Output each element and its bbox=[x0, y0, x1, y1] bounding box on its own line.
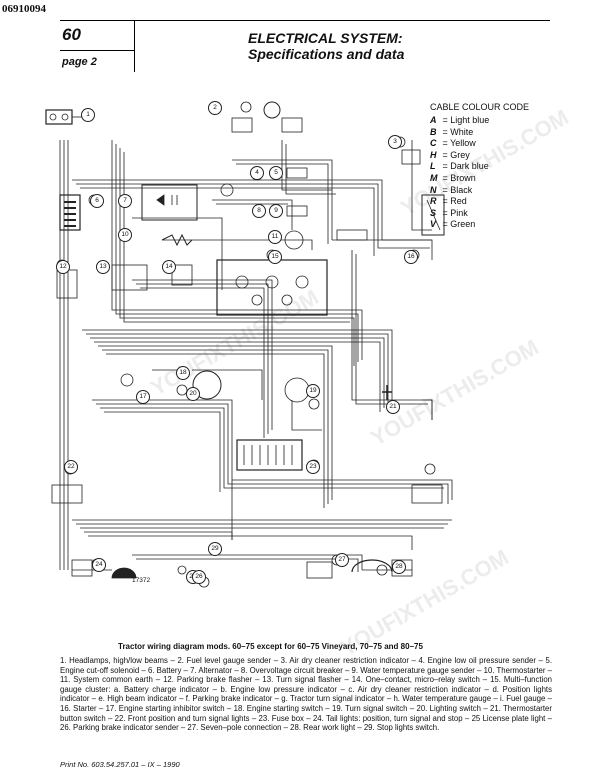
component-number-27: 27 bbox=[335, 553, 349, 567]
wiring-diagram bbox=[45, 101, 453, 588]
component-number-18: 18 bbox=[176, 366, 190, 380]
title-line-1: ELECTRICAL SYSTEM: bbox=[248, 30, 403, 46]
component-number-22: 22 bbox=[64, 460, 78, 474]
colour-code-name: = Yellow bbox=[440, 138, 476, 149]
header-rule bbox=[60, 20, 550, 21]
component-number-19: 19 bbox=[306, 384, 320, 398]
component-number-17: 17 bbox=[136, 390, 150, 404]
header-box-divider bbox=[60, 50, 134, 51]
colour-code-row: M = Brown bbox=[430, 173, 529, 185]
colour-code-name: = Light blue bbox=[440, 115, 490, 125]
component-number-21: 21 bbox=[386, 400, 400, 414]
header-divider bbox=[134, 20, 135, 72]
component-number-29: 29 bbox=[208, 542, 222, 556]
component-number-12: 12 bbox=[56, 260, 70, 274]
print-number: Print No. 603.54.257.01 – IX – 1990 bbox=[60, 760, 180, 769]
component-number-23: 23 bbox=[306, 460, 320, 474]
component-number-11: 11 bbox=[268, 230, 282, 244]
component-legend: 1. Headlamps, high/low beams – 2. Fuel l… bbox=[60, 656, 552, 733]
colour-code-name: = Grey bbox=[440, 149, 470, 160]
colour-code-name: = Brown bbox=[440, 172, 476, 183]
comp-fuses-top bbox=[231, 117, 303, 133]
title-line-2: Specifications and data bbox=[248, 46, 405, 62]
comp-battery bbox=[59, 194, 100, 231]
component-number-14: 14 bbox=[162, 260, 176, 274]
colour-code-letter: H bbox=[430, 149, 437, 160]
harness-lines bbox=[59, 140, 453, 572]
component-number-4: 4 bbox=[250, 166, 264, 180]
component-number-20: 20 bbox=[186, 387, 200, 401]
colour-code-row: S = Pink bbox=[430, 208, 529, 220]
comp-work-light bbox=[198, 559, 393, 588]
colour-code-row: A = Light blue bbox=[430, 115, 529, 127]
colour-code-name: = Green bbox=[440, 219, 476, 230]
comp-connector-block bbox=[336, 229, 368, 241]
colour-code-letter: L bbox=[430, 161, 436, 172]
component-number-24: 24 bbox=[92, 558, 106, 572]
colour-code-row: L = Dark blue bbox=[430, 161, 529, 173]
colour-code-row: V = Green bbox=[430, 219, 529, 231]
component-number-28: 28 bbox=[392, 560, 406, 574]
comp-license-light bbox=[111, 567, 137, 579]
drawing-number: 17372 bbox=[132, 577, 151, 584]
component-number-13: 13 bbox=[96, 260, 110, 274]
colour-code-name: = White bbox=[440, 126, 474, 137]
component-number-9: 9 bbox=[269, 204, 283, 218]
colour-code-letter: M bbox=[430, 172, 438, 183]
comp-gauge-sender bbox=[240, 101, 281, 119]
colour-code-letter: S bbox=[430, 207, 437, 218]
component-number-16: 16 bbox=[404, 250, 418, 264]
section-number: 60 bbox=[62, 25, 81, 44]
figure-caption: Tractor wiring diagram mods. 60–75 excep… bbox=[118, 642, 423, 651]
colour-code-row: H = Grey bbox=[430, 150, 529, 162]
caption-title: Tractor wiring diagram bbox=[118, 642, 205, 651]
colour-code-name: = Red bbox=[440, 196, 467, 207]
colour-code-name: = Pink bbox=[440, 207, 468, 218]
colour-code-row: R = Red bbox=[430, 196, 529, 208]
component-number-7: 7 bbox=[118, 194, 132, 208]
colour-code-row: C = Yellow bbox=[430, 138, 529, 150]
colour-code-name: = Black bbox=[440, 184, 473, 195]
caption-subtitle: mods. 60–75 except for 60–75 Vineyard, 7… bbox=[206, 642, 423, 651]
component-number-3: 3 bbox=[388, 135, 402, 149]
component-number-6: 6 bbox=[90, 194, 104, 208]
page-label: page 2 bbox=[62, 56, 97, 68]
colour-code-letter: V bbox=[430, 219, 437, 230]
colour-code-name: = Dark blue bbox=[440, 161, 489, 172]
document-id: 06910094 bbox=[2, 3, 46, 15]
colour-code-row: N = Black bbox=[430, 185, 529, 197]
colour-code-title: CABLE COLOUR CODE bbox=[430, 102, 530, 112]
component-number-26: 26 bbox=[192, 570, 206, 584]
colour-code-letter: B bbox=[430, 126, 437, 137]
component-number-8: 8 bbox=[252, 204, 266, 218]
page-title: ELECTRICAL SYSTEM: Specifications and da… bbox=[248, 30, 404, 62]
component-number-5: 5 bbox=[269, 166, 283, 180]
colour-code-letter: N bbox=[430, 184, 437, 195]
colour-code-letter: R bbox=[430, 196, 437, 207]
component-number-1: 1 bbox=[81, 108, 95, 122]
component-number-10: 10 bbox=[118, 228, 132, 242]
colour-code-row: B = White bbox=[430, 127, 529, 139]
component-number-15: 15 bbox=[268, 250, 282, 264]
colour-code-letter: C bbox=[430, 138, 437, 149]
colour-code-letter: A bbox=[430, 115, 437, 125]
component-number-2: 2 bbox=[208, 101, 222, 115]
